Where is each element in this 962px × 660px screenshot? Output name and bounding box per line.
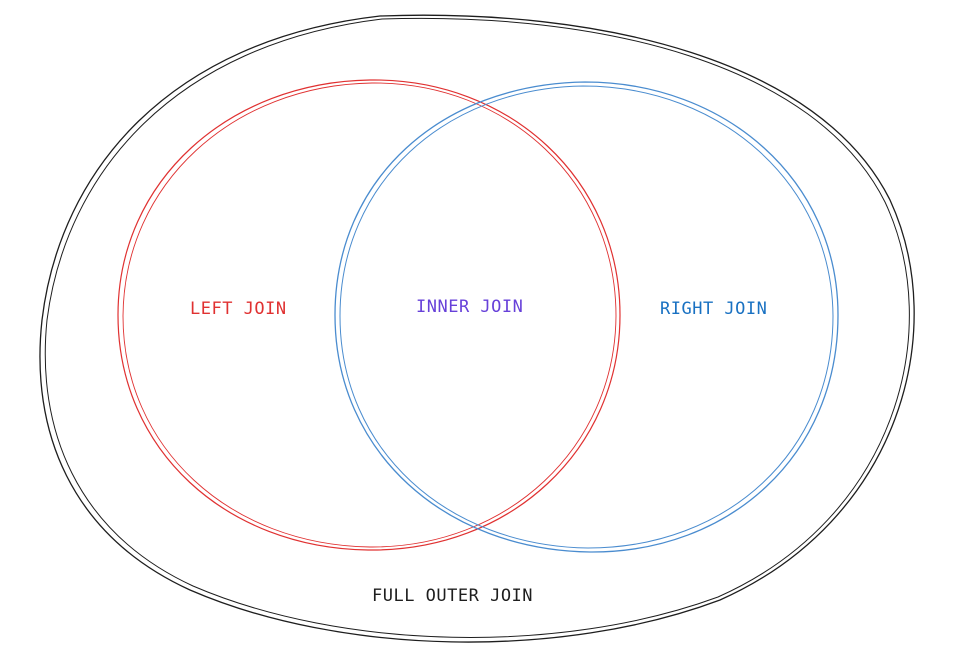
inner-join-label: INNER JOIN bbox=[416, 297, 524, 317]
right-table-circle bbox=[334, 81, 839, 553]
left-table-circle bbox=[117, 79, 621, 551]
full-outer-join-label: FULL OUTER JOIN bbox=[372, 586, 534, 606]
left-join-label: LEFT JOIN bbox=[190, 299, 287, 319]
full-outer-join-ellipse bbox=[39, 14, 915, 643]
right-join-label: RIGHT JOIN bbox=[660, 299, 768, 319]
